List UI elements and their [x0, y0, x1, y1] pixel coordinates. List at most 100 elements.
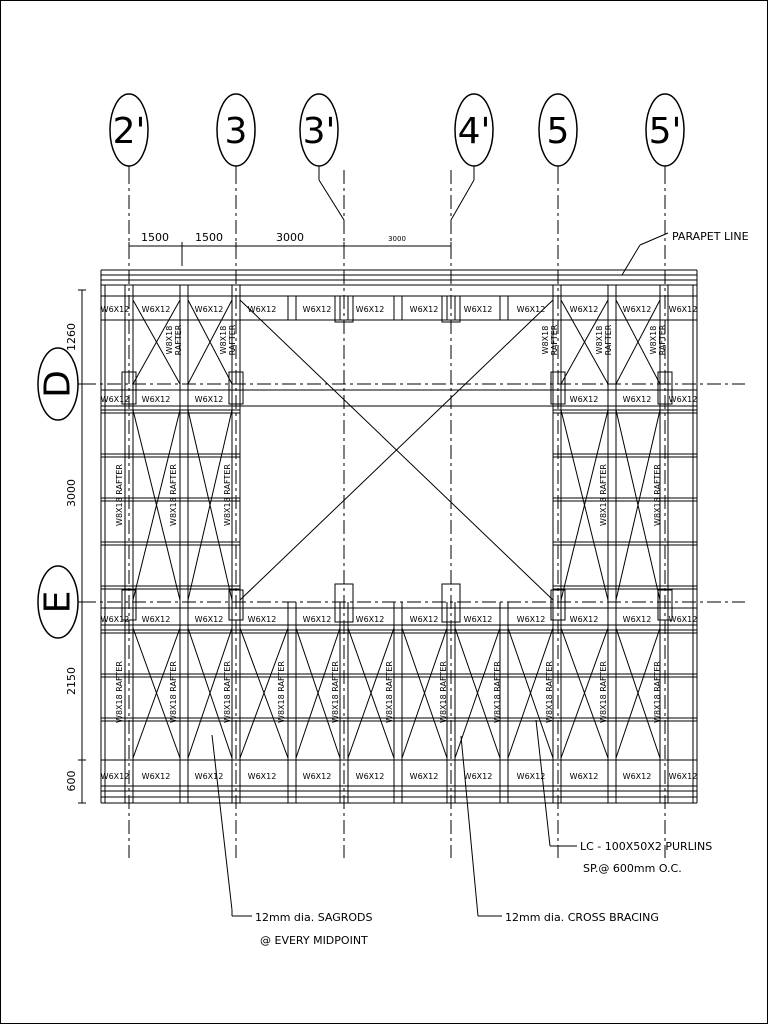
base-plate	[334, 295, 354, 323]
beam-label: W6X12	[623, 772, 652, 781]
dimension-text: 1260	[65, 323, 78, 351]
base-plate	[441, 295, 461, 323]
beam-label: W6X12	[464, 305, 493, 314]
beam-label: W6X12	[410, 772, 439, 781]
base-plate	[550, 371, 566, 405]
rafter-label: W8X18 RAFTER	[653, 661, 662, 723]
base-plate	[657, 371, 673, 405]
beam-label: W6X12	[142, 615, 171, 624]
rafter-label: W8X18 RAFTER	[169, 661, 178, 723]
purlins-note-line-1: LC - 100X50X2 PURLINS	[580, 840, 712, 853]
grid-bubble-leader	[450, 179, 475, 221]
rafter-label: RAFTER	[174, 324, 183, 355]
beam-label: W6X12	[623, 615, 652, 624]
beam-label: W6X12	[101, 395, 130, 404]
rafter-label: W8X18	[219, 326, 228, 355]
rafter-label: W8X18	[165, 326, 174, 355]
rafter-label: W8X18	[595, 326, 604, 355]
grid-bubble-label: 2'	[113, 111, 146, 152]
cross-bracing	[187, 627, 233, 759]
beam-label: W6X12	[195, 615, 224, 624]
cross-bracing	[615, 299, 661, 385]
cross-bracing	[239, 627, 289, 759]
cross-bracing	[507, 627, 554, 759]
cross-bracing-leader	[460, 735, 479, 917]
beam-label: W6X12	[101, 305, 130, 314]
rafter-label: W8X18 RAFTER	[599, 661, 608, 723]
beam-label: W6X12	[517, 305, 546, 314]
beam-label: W6X12	[623, 305, 652, 314]
beam-label: W6X12	[410, 305, 439, 314]
base-plate	[121, 371, 137, 405]
beam-label: W6X12	[142, 305, 171, 314]
beam-label: W6X12	[570, 395, 599, 404]
base-plate	[334, 583, 354, 623]
base-plate	[441, 583, 461, 623]
beam-label: W6X12	[195, 305, 224, 314]
cross-bracing	[454, 627, 501, 759]
cross-bracing	[560, 627, 609, 759]
beam-label: W6X12	[570, 615, 599, 624]
rafter-label: W8X18 RAFTER	[169, 464, 178, 526]
rafter-label: RAFTER	[604, 324, 613, 355]
grid-bubble-leader	[318, 179, 345, 221]
rafter-label: W8X18 RAFTER	[223, 661, 232, 723]
dimension-text: 600	[65, 771, 78, 792]
base-plate	[228, 589, 244, 621]
beam-label: W6X12	[464, 772, 493, 781]
beam-label: W6X12	[142, 395, 171, 404]
cross-bracing	[615, 627, 661, 759]
grid-bubble-label: 4'	[458, 111, 491, 152]
grid-bubble-label: 5'	[649, 111, 682, 152]
base-plate	[550, 589, 566, 621]
parapet-leader	[639, 232, 669, 246]
base-plate	[228, 371, 244, 405]
beam-label: W6X12	[410, 615, 439, 624]
beam-label: W6X12	[669, 772, 698, 781]
dimension-text: 3000	[65, 479, 78, 507]
rafter-label: W8X18 RAFTER	[115, 661, 124, 723]
beam-label: W6X12	[517, 772, 546, 781]
base-plate	[121, 589, 137, 621]
rafter-label: W8X18 RAFTER	[385, 661, 394, 723]
cross-bracing	[132, 627, 181, 759]
beam-label: W6X12	[570, 305, 599, 314]
beam-label: W6X12	[356, 305, 385, 314]
grid-lines	[82, 170, 745, 858]
cross-bracing	[401, 627, 448, 759]
grid-bubble-label: D	[38, 370, 79, 398]
beam-label: W6X12	[248, 305, 277, 314]
parapet-line-note: PARAPET LINE	[672, 230, 749, 243]
dimension-text: 2150	[65, 667, 78, 695]
purlins-note-line-2: SP.@ 600mm O.C.	[583, 862, 682, 875]
rafter-label: W8X18	[649, 326, 658, 355]
rafter-label: W8X18 RAFTER	[115, 464, 124, 526]
rafter-label: W8X18 RAFTER	[599, 464, 608, 526]
rafter-label: W8X18 RAFTER	[223, 464, 232, 526]
base-plate	[657, 589, 673, 621]
beam-label: W6X12	[669, 395, 698, 404]
rafter-label: W8X18 RAFTER	[653, 464, 662, 526]
cross-bracing	[132, 409, 181, 601]
rafter-label: RAFTER	[658, 324, 667, 355]
rafter-label: RAFTER	[228, 324, 237, 355]
beam-label: W6X12	[623, 395, 652, 404]
notes: PARAPET LINE LC - 100X50X2 PURLINS SP.@ …	[255, 230, 749, 947]
beam-label: W6X12	[248, 772, 277, 781]
rafter-label: W8X18 RAFTER	[439, 661, 448, 723]
beam-label: W6X12	[669, 615, 698, 624]
cross-bracing	[132, 299, 181, 385]
beam-label: W6X12	[142, 772, 171, 781]
grid-bubble-label: 5	[547, 111, 570, 152]
rafter-label: W8X18 RAFTER	[493, 661, 502, 723]
dimension-text: 1500	[195, 231, 223, 244]
beam-label: W6X12	[101, 772, 130, 781]
dimension-text: 3000	[388, 235, 406, 243]
beam-label: W6X12	[356, 772, 385, 781]
frame	[100, 269, 698, 804]
beam-label: W6X12	[517, 615, 546, 624]
cross-bracing	[615, 409, 661, 601]
cross-bracing	[239, 299, 554, 601]
